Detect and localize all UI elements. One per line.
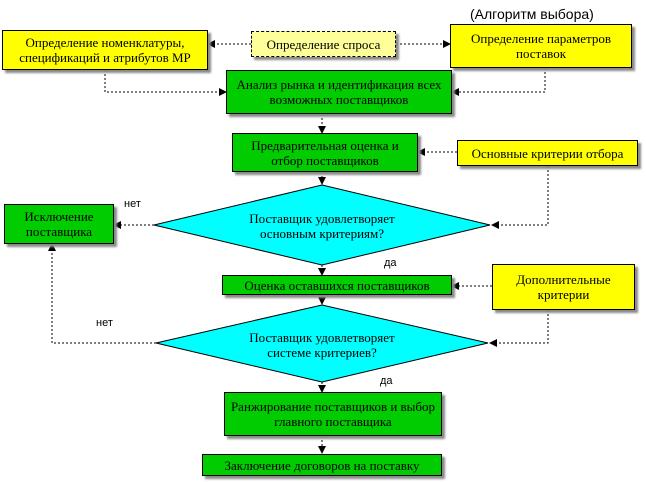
box-exclusion: Исключение поставщика xyxy=(4,204,114,244)
decision-text-2: Поставщик удовлетворяет системе критерие… xyxy=(249,330,395,360)
label-yes-1: да xyxy=(384,257,397,269)
label-no-2: нет xyxy=(96,317,113,329)
label-yes-2: да xyxy=(380,375,393,387)
box-contracts: Заключение договоров на поставку xyxy=(202,454,442,476)
box-ranking: Ранжирование поставщиков и выбор главног… xyxy=(224,392,442,436)
box-evaluation: Оценка оставшихся поставщиков xyxy=(222,275,452,295)
connectors xyxy=(48,40,549,454)
box-extra-criteria: Дополнительные критерии xyxy=(492,264,635,310)
box-main-criteria: Основные критерии отбора xyxy=(457,140,638,166)
arrow-params-to-market xyxy=(451,68,546,96)
arrow-nomenclature-to-market xyxy=(104,70,227,96)
arrow-main-criteria-to-d1 xyxy=(491,166,549,229)
box-market-analysis: Анализ рынка и идентификация всех возмож… xyxy=(226,70,452,114)
box-delivery-params: Определение параметров поставок xyxy=(450,24,632,68)
arrow-extra-criteria-to-d2 xyxy=(489,310,549,347)
diagram-title: (Алгоритм выбора) xyxy=(470,6,594,22)
label-no-1: нет xyxy=(124,198,141,210)
decision-text-1: Поставщик удовлетворяет основным критери… xyxy=(249,211,395,241)
box-preliminary-evaluation: Предварительная оценка и отбор поставщик… xyxy=(232,133,418,172)
box-demand: Определение спроса xyxy=(251,31,396,57)
arrow-d2-no-to-exclusion xyxy=(48,243,156,344)
box-nomenclature: Определение номенклатуры, спецификаций и… xyxy=(2,30,208,70)
